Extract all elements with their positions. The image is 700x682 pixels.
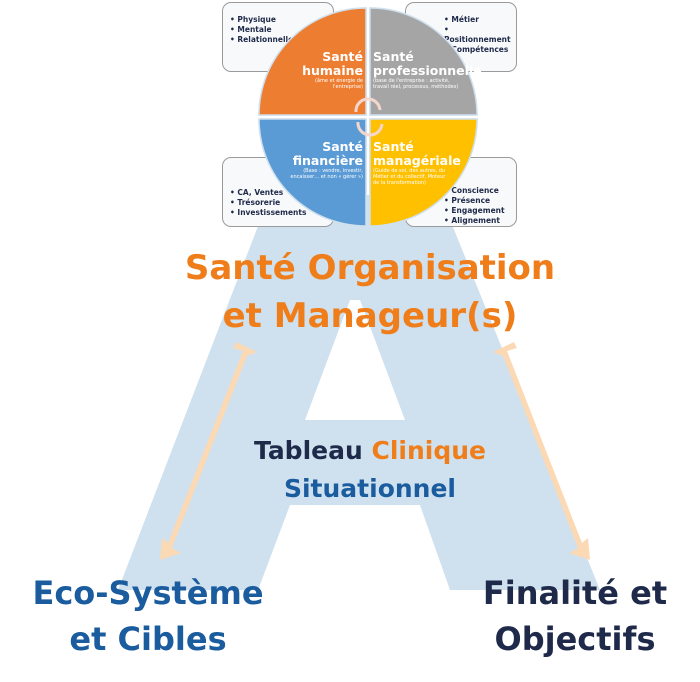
left-double-arrow bbox=[160, 342, 257, 560]
a-letter-shape bbox=[118, 195, 600, 590]
list-item: Investissements bbox=[230, 208, 306, 218]
list-item: Métier bbox=[444, 15, 516, 25]
list-item: Alignement bbox=[444, 216, 505, 226]
list-item: Positionnement bbox=[444, 25, 516, 45]
list-item: Présence bbox=[444, 196, 505, 206]
list-item: Trésorerie bbox=[230, 198, 306, 208]
list-item: CA, Ventes bbox=[230, 188, 306, 198]
list-item: Relationnelle bbox=[230, 35, 293, 45]
list-item: Physique bbox=[230, 15, 293, 25]
right-double-arrow bbox=[493, 342, 590, 560]
list-item: Engagement bbox=[444, 206, 504, 216]
list-item: Conscience bbox=[444, 186, 505, 196]
list-item: Compétences bbox=[444, 45, 516, 55]
list-item: Mentale bbox=[230, 25, 293, 35]
